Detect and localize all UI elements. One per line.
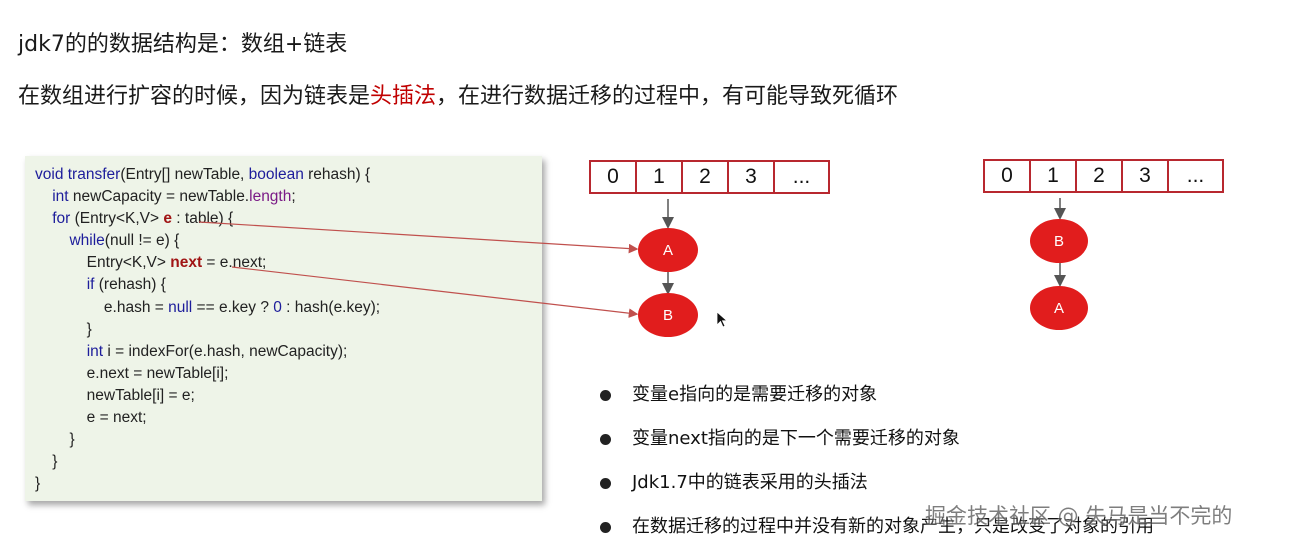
- subtitle-text-before: 在数组进行扩容的时候，因为链表是: [18, 84, 371, 109]
- array-cell: 1: [1029, 159, 1077, 193]
- code-line: if (rehash) {: [35, 274, 542, 296]
- code-var-next: next: [170, 254, 203, 272]
- code-token: (rehash) {: [94, 276, 166, 294]
- code-token: e.hash =: [35, 298, 169, 316]
- code-token: (null != e) {: [104, 232, 180, 250]
- code-line: e.next = newTable[i];: [35, 364, 229, 382]
- array-cell: 1: [635, 160, 683, 194]
- pointer-next-to-B: [231, 266, 639, 318]
- code-line: Entry<K,V> next = e.next;: [35, 252, 542, 274]
- array-cell: ...: [773, 160, 830, 194]
- array-cell: 3: [727, 160, 775, 194]
- code-line: }: [35, 320, 92, 338]
- code-line: e = next;: [35, 409, 147, 427]
- code-line: }: [35, 453, 58, 471]
- right-node-bottom: A: [1030, 286, 1088, 330]
- list-item-text: 变量e指向的是需要迁移的对象: [632, 384, 878, 405]
- code-token: transfer: [67, 166, 121, 183]
- list-item: 在数据迁移的过程中并没有新的对象产生，只是改变了对象的引用: [598, 512, 1154, 556]
- code-line: e.hash = null == e.key ? 0 : hash(e.key)…: [35, 297, 542, 319]
- left-node-top: A: [638, 228, 698, 272]
- code-line: int i = indexFor(e.hash, newCapacity);: [35, 341, 542, 363]
- array-cell: 2: [681, 160, 729, 194]
- code-line: int newCapacity = newTable.length;: [35, 186, 542, 208]
- code-line: }: [35, 475, 41, 493]
- right-array: 0 1 2 3 ...: [983, 159, 1224, 193]
- code-token: : hash(e.key);: [281, 298, 381, 316]
- code-token: boolean: [248, 166, 304, 183]
- list-item: 变量e指向的是需要迁移的对象: [598, 380, 1154, 424]
- code-token: int: [86, 342, 104, 360]
- page-subtitle: 在数组进行扩容的时候，因为链表是头插法，在进行数据迁移的过程中，有可能导致死循环: [18, 78, 898, 110]
- list-item-text: 变量next指向的是下一个需要迁移的对象: [632, 428, 960, 449]
- code-token: null: [168, 298, 193, 316]
- bullet-list: 变量e指向的是需要迁移的对象 变量next指向的是下一个需要迁移的对象 Jdk1…: [598, 380, 1154, 556]
- pointer-e-to-A: [198, 221, 639, 254]
- array-cell: 2: [1075, 159, 1123, 193]
- code-token: i = indexFor(e.hash, newCapacity);: [103, 342, 348, 360]
- code-token: int: [52, 188, 69, 206]
- code-token: == e.key ?: [192, 298, 274, 316]
- code-token: if: [86, 276, 95, 294]
- code-token: length: [249, 188, 292, 206]
- code-token: (Entry<K,V>: [70, 210, 164, 228]
- array-cell: 0: [983, 159, 1031, 193]
- bullet-dot-icon: [600, 434, 611, 445]
- code-line: for (Entry<K,V> e : table) {: [35, 208, 542, 230]
- array-cell: 0: [589, 160, 637, 194]
- left-node-bottom: B: [638, 293, 698, 337]
- code-token: rehash) {: [303, 166, 371, 183]
- watermark: 掘金技术社区 @ 失马是当不完的: [925, 504, 1233, 528]
- code-token: while: [69, 232, 105, 250]
- list-item-text: 在数据迁移的过程中并没有新的对象产生，只是改变了对象的引用: [632, 516, 1154, 537]
- list-item-text: Jdk1.7中的链表采用的头插法: [632, 472, 868, 493]
- list-item: Jdk1.7中的链表采用的头插法: [598, 468, 1154, 512]
- code-token: = e.next;: [202, 254, 267, 272]
- bullet-dot-icon: [600, 478, 611, 489]
- bullet-dot-icon: [600, 522, 611, 533]
- code-line: while(null != e) {: [35, 230, 542, 252]
- right-node-top: B: [1030, 219, 1088, 263]
- code-line: void transfer(Entry[] newTable, boolean …: [35, 164, 542, 186]
- code-token: ;: [291, 188, 296, 206]
- code-line: newTable[i] = e;: [35, 386, 195, 404]
- code-token: (Entry[] newTable,: [120, 166, 249, 183]
- subtitle-highlight: 头插法: [370, 84, 437, 109]
- mouse-cursor-icon: [716, 311, 729, 328]
- bullet-dot-icon: [600, 390, 611, 401]
- code-line: }: [35, 431, 75, 449]
- code-block: void transfer(Entry[] newTable, boolean …: [25, 156, 542, 501]
- array-cell: ...: [1167, 159, 1224, 193]
- code-token: newCapacity = newTable.: [68, 188, 250, 206]
- code-token: Entry<K,V>: [35, 254, 171, 272]
- code-token: 0: [273, 298, 282, 316]
- subtitle-text-after: ，在进行数据迁移的过程中，有可能导致死循环: [436, 84, 899, 109]
- left-array: 0 1 2 3 ...: [589, 160, 830, 194]
- code-token: for: [52, 210, 71, 228]
- code-token: void: [35, 166, 68, 183]
- array-cell: 3: [1121, 159, 1169, 193]
- code-var-e: e: [163, 210, 172, 228]
- page-title: jdk7的的数据结构是：数组+链表: [18, 32, 348, 57]
- list-item: 变量next指向的是下一个需要迁移的对象: [598, 424, 1154, 468]
